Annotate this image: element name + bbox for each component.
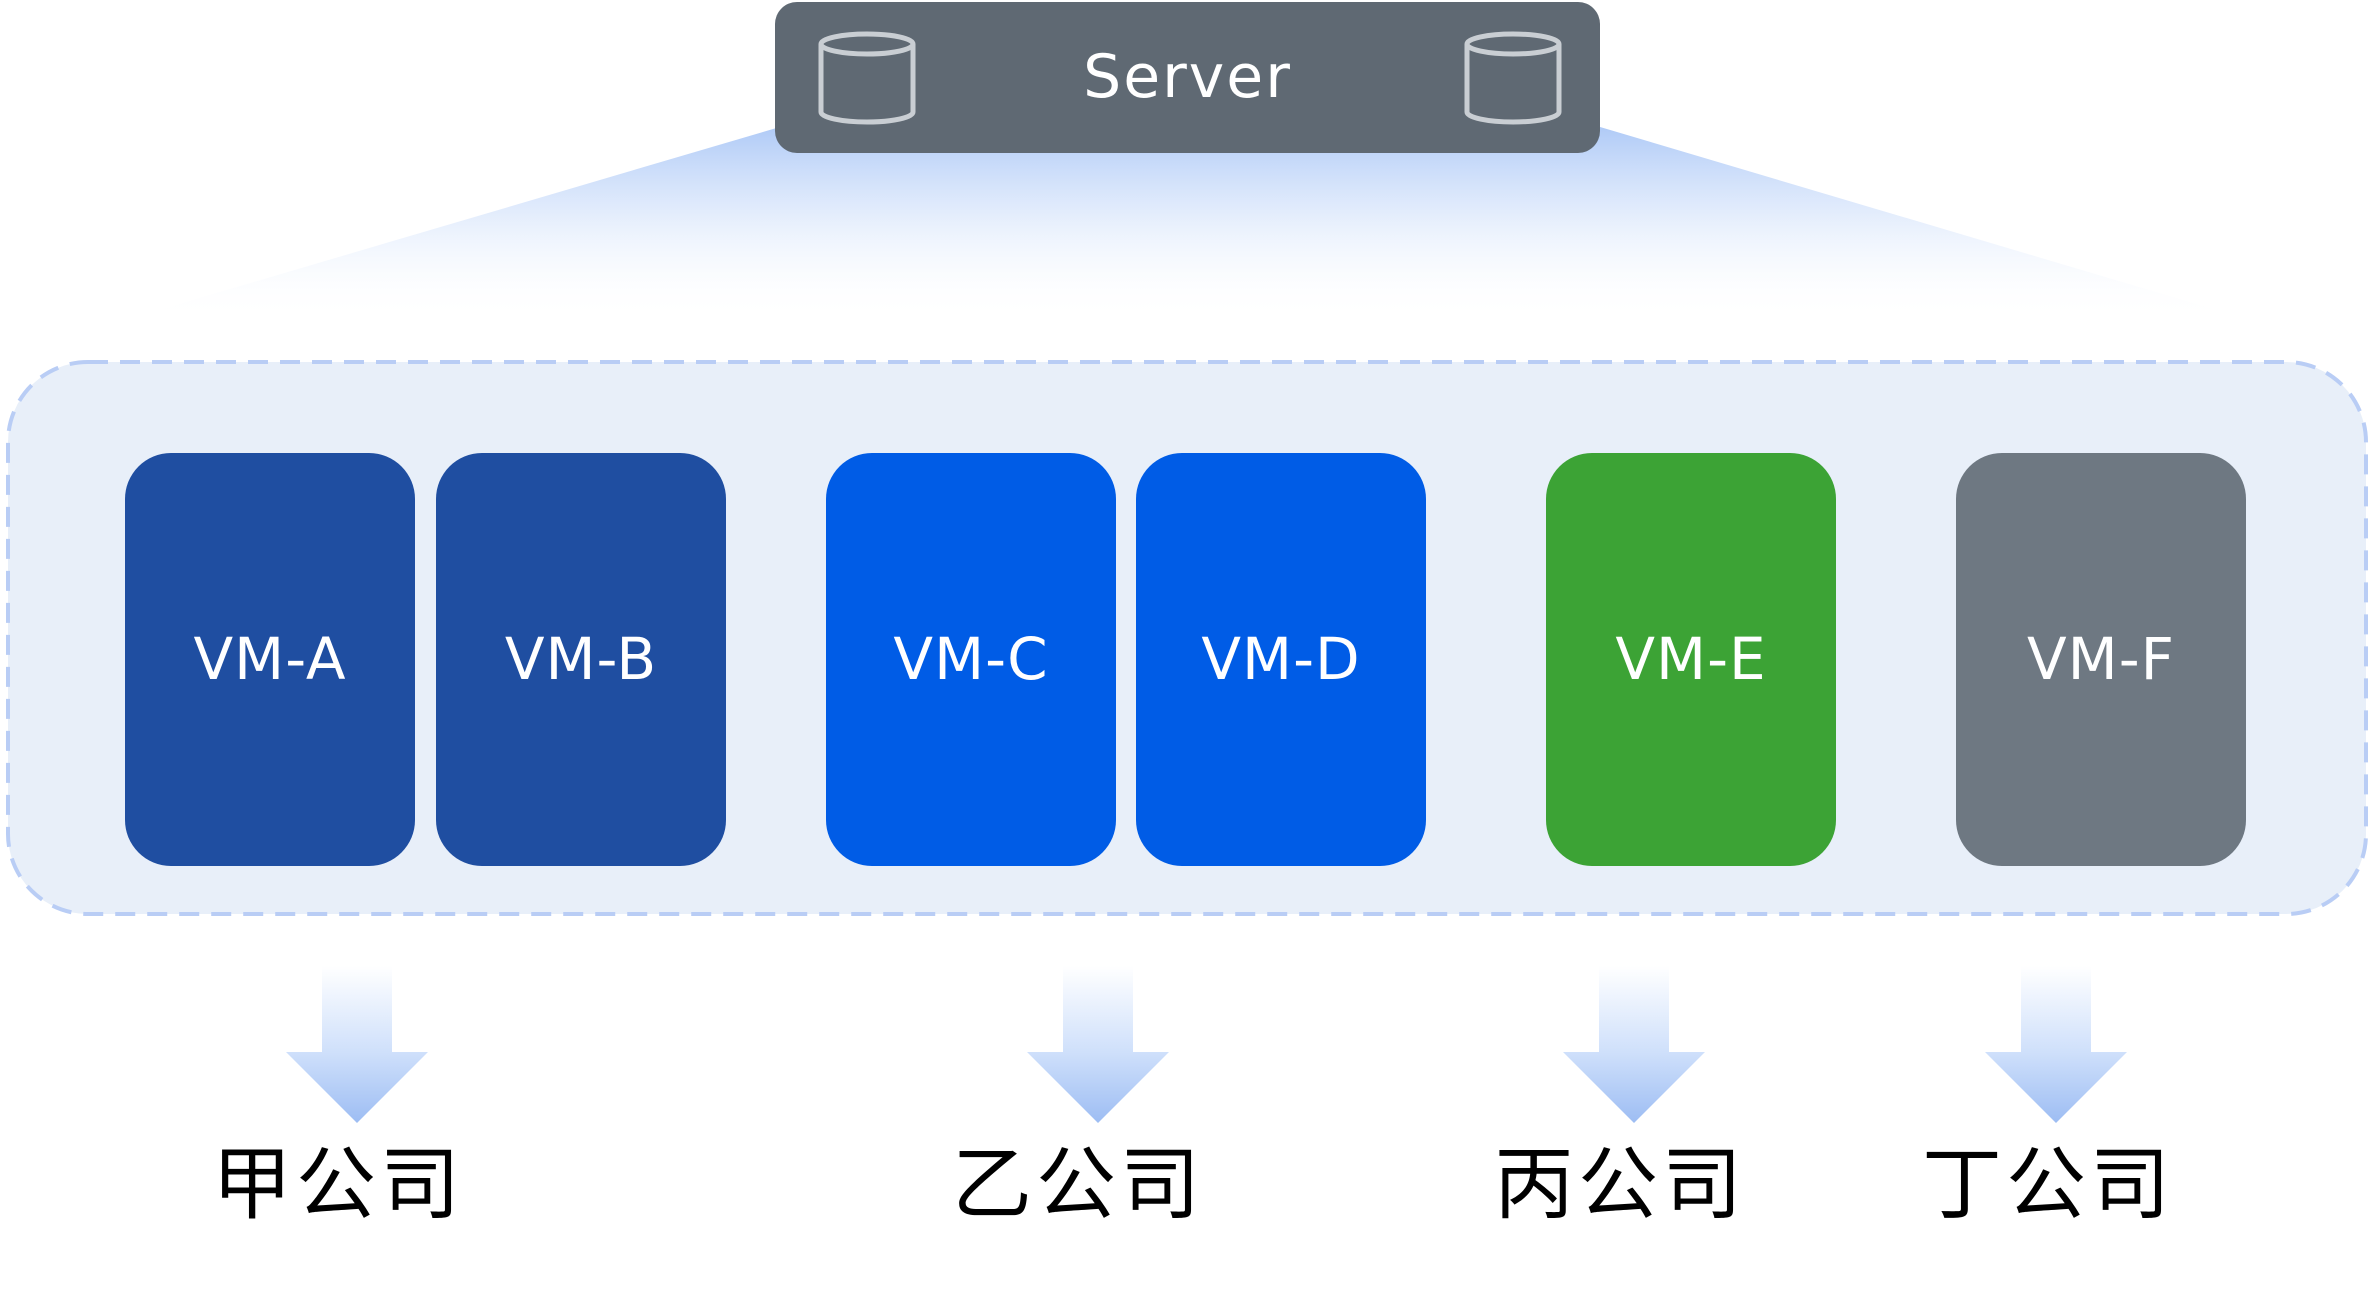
company-label-yi: 乙公司 xyxy=(952,1138,1204,1231)
database-cylinder-icon xyxy=(1464,31,1562,125)
vm-box-e: VM-E xyxy=(1546,453,1836,866)
vm-label: VM-A xyxy=(193,625,347,693)
arrow-down-icon xyxy=(1563,966,1705,1123)
vm-box-a: VM-A xyxy=(125,453,415,866)
company-label-bing: 丙公司 xyxy=(1494,1138,1746,1231)
projection-beam xyxy=(125,124,2250,320)
vm-label: VM-E xyxy=(1615,625,1767,693)
arrow-down-icon xyxy=(1985,966,2127,1123)
arrow-down-icon xyxy=(1027,966,1169,1123)
vm-label: VM-F xyxy=(2026,625,2175,693)
vm-label: VM-B xyxy=(504,625,658,693)
company-label-jia: 甲公司 xyxy=(212,1138,464,1231)
vm-label: VM-D xyxy=(1201,625,1361,693)
server-box: Server xyxy=(775,2,1600,153)
vm-box-f: VM-F xyxy=(1956,453,2246,866)
vm-box-b: VM-B xyxy=(436,453,726,866)
server-label: Server xyxy=(1083,42,1292,112)
arrow-down-icon xyxy=(286,966,428,1123)
company-label-ding: 丁公司 xyxy=(1922,1138,2174,1231)
vm-box-d: VM-D xyxy=(1136,453,1426,866)
vm-box-c: VM-C xyxy=(826,453,1116,866)
vm-label: VM-C xyxy=(893,625,1049,693)
database-cylinder-icon xyxy=(818,31,916,125)
